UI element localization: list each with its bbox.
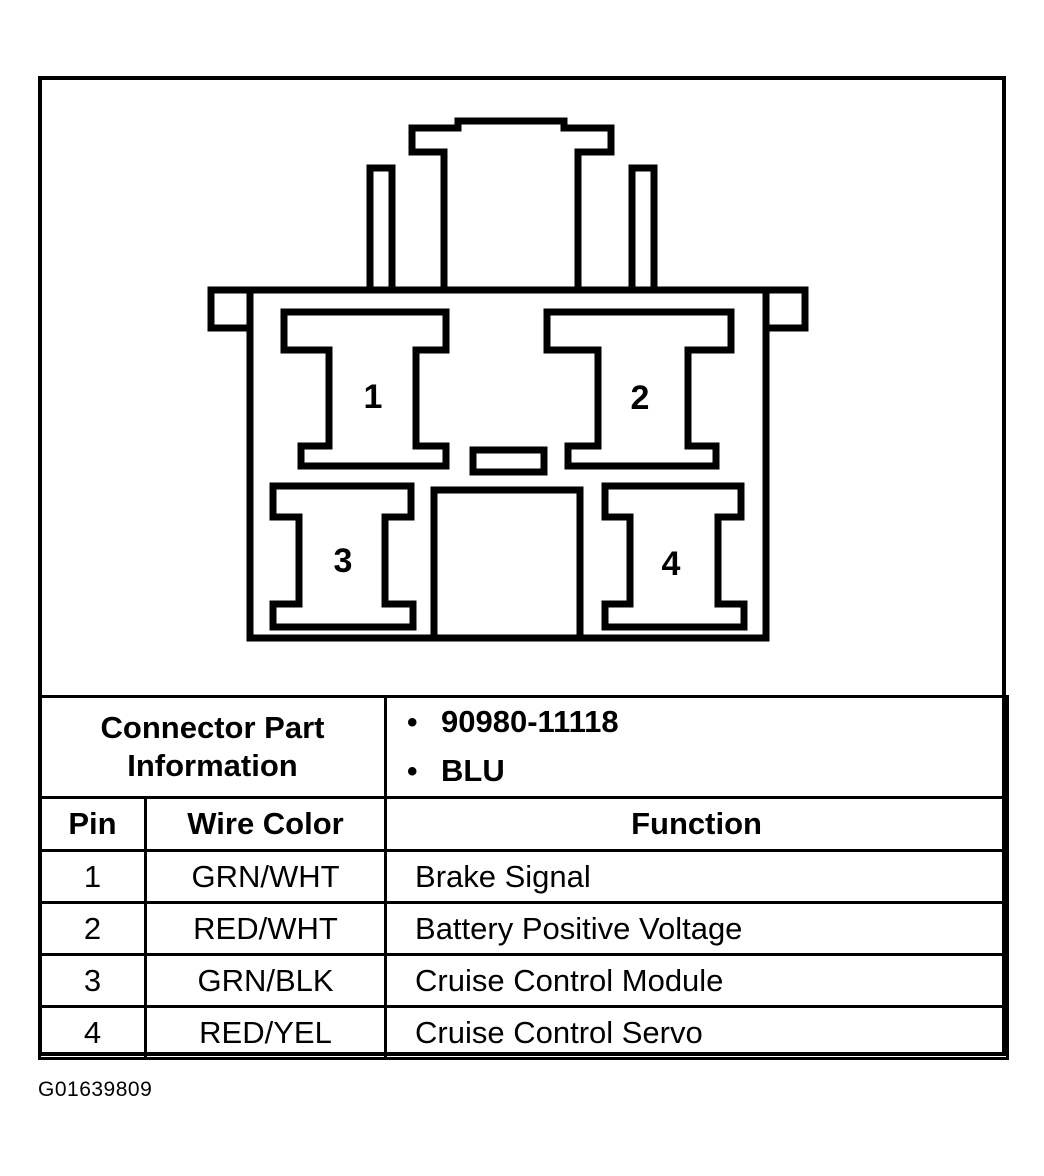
header-pin: Pin (38, 796, 147, 852)
wire-color-cell: GRN/WHT (143, 849, 388, 904)
part-info-label: Connector Part Information (37, 695, 388, 799)
connector-housing (246, 286, 770, 642)
right-side-tab (762, 286, 809, 332)
wire-color-cell: GRN/BLK (143, 953, 388, 1008)
cavity-number: 4 (662, 545, 681, 583)
table-header-row: Pin Wire Color Function (38, 796, 1010, 852)
cavity-number: 2 (631, 379, 650, 417)
wire-color-cell: RED/YEL (143, 1005, 388, 1060)
part-info-row: Connector Part Information 90980-11118 B… (37, 695, 1010, 799)
right-post (628, 164, 658, 294)
function-cell: Battery Positive Voltage (384, 901, 1010, 956)
table-row: 4 RED/YEL Cruise Control Servo (38, 1005, 1010, 1060)
figure-code: G01639809 (38, 1078, 153, 1101)
part-info-values: 90980-11118 BLU (384, 695, 1010, 799)
connector-face-diagram: 1 2 3 4 (207, 117, 809, 642)
pin-cell: 3 (38, 953, 147, 1008)
cavity-4 (601, 482, 748, 631)
center-notch (430, 486, 584, 638)
left-side-tab (207, 286, 254, 332)
part-info-label-line1: Connector Part (100, 710, 325, 745)
table-row: 1 GRN/WHT Brake Signal (38, 849, 1010, 904)
cavity-2 (543, 308, 735, 470)
cavity-1 (280, 308, 450, 470)
part-number: 90980-11118 (441, 698, 1006, 747)
cavity-3 (269, 482, 417, 631)
function-cell: Brake Signal (384, 849, 1010, 904)
table-row: 2 RED/WHT Battery Positive Voltage (38, 901, 1010, 956)
connector-latch (408, 117, 615, 294)
connector-info-table: Connector Part Information 90980-11118 B… (37, 695, 1010, 1060)
wire-color-cell: RED/WHT (143, 901, 388, 956)
function-cell: Cruise Control Module (384, 953, 1010, 1008)
polarization-key (469, 446, 548, 476)
function-cell: Cruise Control Servo (384, 1005, 1010, 1060)
left-post (366, 164, 396, 294)
header-function: Function (384, 796, 1010, 852)
cavity-number: 1 (364, 378, 383, 416)
cavity-number: 3 (334, 542, 353, 580)
pin-cell: 2 (38, 901, 147, 956)
part-color: BLU (441, 747, 1006, 796)
pin-cell: 4 (38, 1005, 147, 1060)
pin-cell: 1 (38, 849, 147, 904)
header-wire-color: Wire Color (143, 796, 388, 852)
part-info-label-line2: Information (127, 748, 298, 783)
table-row: 3 GRN/BLK Cruise Control Module (38, 953, 1010, 1008)
